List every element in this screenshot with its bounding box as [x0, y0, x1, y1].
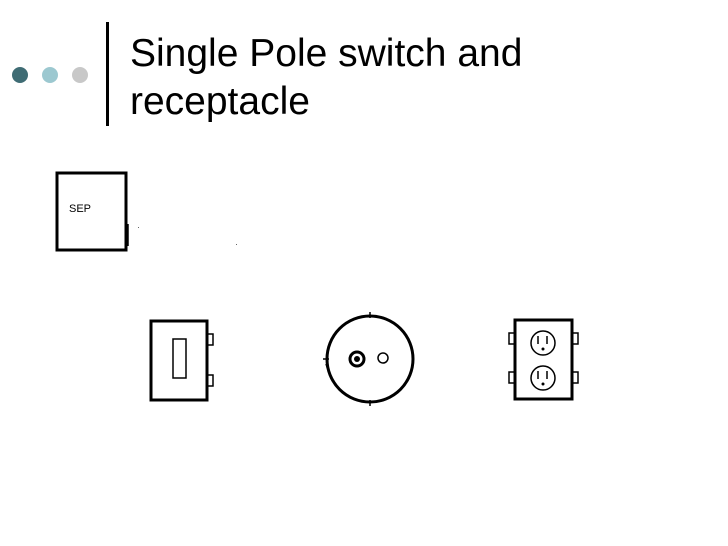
service-entrance-panel — [55, 171, 237, 252]
ceiling-light-fixture — [323, 312, 415, 406]
bullet-dot-3 — [72, 67, 88, 83]
bullet-dot-1 — [12, 67, 28, 83]
single-pole-switch — [149, 319, 214, 402]
panel-label: SEP — [69, 203, 92, 215]
duplex-receptacle — [508, 318, 579, 401]
bullet-dot-2 — [42, 67, 58, 83]
slide-title: Single Pole switch and receptacle — [130, 32, 523, 123]
title-separator-bar — [106, 22, 109, 126]
